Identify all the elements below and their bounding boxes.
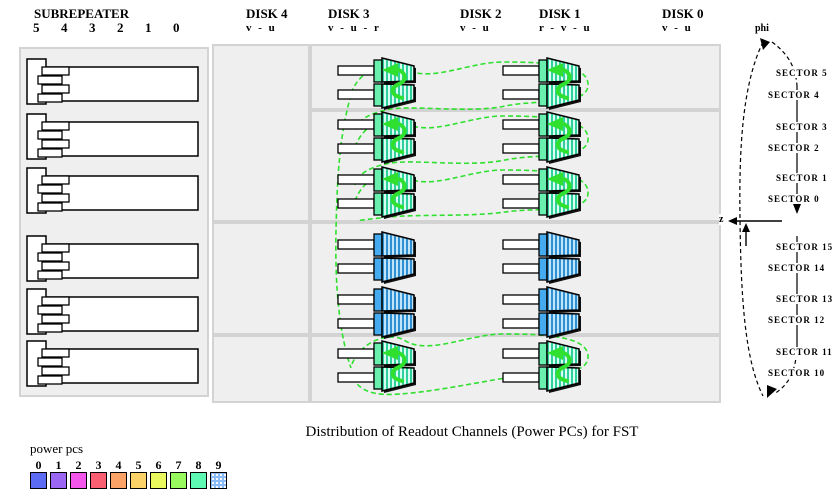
legend-item-number: 5	[135, 458, 142, 472]
sector-13-label: SECTOR 13	[775, 294, 832, 304]
legend-item-swatch	[190, 472, 207, 489]
legend-item-swatch	[150, 472, 167, 489]
phi-ellipse-left-arc	[739, 41, 764, 397]
disk4-header: DISK 4	[246, 6, 288, 21]
legend-item-9: 9	[210, 458, 227, 489]
figure-caption: Distribution of Readout Channels (Power …	[305, 424, 639, 440]
legend-item-6: 6	[150, 458, 167, 489]
legend-item-1: 1	[50, 458, 67, 489]
routing-loop-sector1110	[350, 333, 589, 396]
sector-1-label: SECTOR 1	[775, 173, 829, 183]
disk4-planes: v - u	[246, 22, 277, 34]
disk0-planes: v - u	[662, 22, 693, 34]
sector-2-label: SECTOR 2	[767, 143, 821, 153]
subrepeater-header: SUBREPEATER	[34, 6, 130, 21]
legend-item-number: 0	[35, 458, 42, 472]
sector-14-label: SECTOR 14	[767, 263, 827, 273]
subrepeater-slot-3: 3	[89, 20, 96, 35]
disk1-header: DISK 1	[539, 6, 581, 21]
subrepeater-slot-1: 1	[145, 20, 152, 35]
legend-item-number: 9	[215, 458, 222, 472]
sector-5-label: SECTOR 5	[775, 68, 829, 78]
sector-12-label: SECTOR 12	[767, 315, 827, 325]
legend-item-swatch	[210, 472, 227, 489]
legend-item-number: 8	[195, 458, 202, 472]
phi-ellipse-top-arc	[771, 41, 798, 87]
subrepeater-slot-5: 5	[33, 20, 40, 35]
z-axis-arrowhead	[728, 217, 737, 225]
legend-item-number: 7	[175, 458, 182, 472]
z-axis-label: z	[719, 214, 724, 225]
legend-item-number: 4	[115, 458, 122, 472]
legend-item-swatch	[50, 472, 67, 489]
sector-3-label: SECTOR 3	[775, 122, 829, 132]
disk4-grid-column	[212, 44, 310, 403]
legend-item-5: 5	[130, 458, 147, 489]
disk0-header: DISK 0	[662, 6, 704, 21]
disk3-planes: v - u - r	[328, 22, 381, 34]
disk2-header: DISK 2	[460, 6, 502, 21]
legend-item-swatch	[30, 472, 47, 489]
legend-item-number: 3	[95, 458, 102, 472]
legend-title: power pcs	[30, 441, 84, 456]
subrepeater-panel	[19, 47, 209, 397]
subrepeater-slot-4: 4	[61, 20, 68, 35]
phi-arrowhead	[760, 38, 770, 50]
phi-axis-label: phi	[755, 23, 769, 34]
phi-bottom-arrowhead	[767, 385, 777, 398]
sector-15-label: SECTOR 15	[775, 242, 832, 252]
legend-item-number: 2	[75, 458, 82, 472]
subrepeater-slot-numbers: 5 4 3 2 1 0	[33, 20, 203, 36]
sector-11-label: SECTOR 11	[775, 347, 832, 357]
sector-10-label: SECTOR 10	[767, 368, 827, 378]
sector-line-down-arrowhead	[793, 204, 801, 214]
legend-item-swatch	[130, 472, 147, 489]
legend-item-swatch	[90, 472, 107, 489]
legend-item-2: 2	[70, 458, 87, 489]
legend-item-swatch	[110, 472, 127, 489]
legend-item-0: 0	[30, 458, 47, 489]
legend-item-7: 7	[170, 458, 187, 489]
subrepeater-slot-0: 0	[173, 20, 180, 35]
legend-item-swatch	[170, 472, 187, 489]
phi-direction-arrowhead	[742, 223, 750, 232]
legend-item-4: 4	[110, 458, 127, 489]
sector-4-label: SECTOR 4	[767, 90, 821, 100]
legend-item-number: 1	[55, 458, 62, 472]
legend-item-swatch	[70, 472, 87, 489]
legend-item-number: 6	[155, 458, 162, 472]
sector-0-label: SECTOR 0	[767, 194, 821, 204]
legend-item-3: 3	[90, 458, 107, 489]
routing-loop-sector10	[354, 169, 589, 222]
legend-item-8: 8	[190, 458, 207, 489]
disk3-header: DISK 3	[328, 6, 370, 21]
disk1-planes: r - v - u	[539, 22, 592, 34]
disk2-planes: v - u	[460, 22, 491, 34]
routing-spine	[335, 94, 352, 369]
subrepeater-slot-2: 2	[117, 20, 124, 35]
